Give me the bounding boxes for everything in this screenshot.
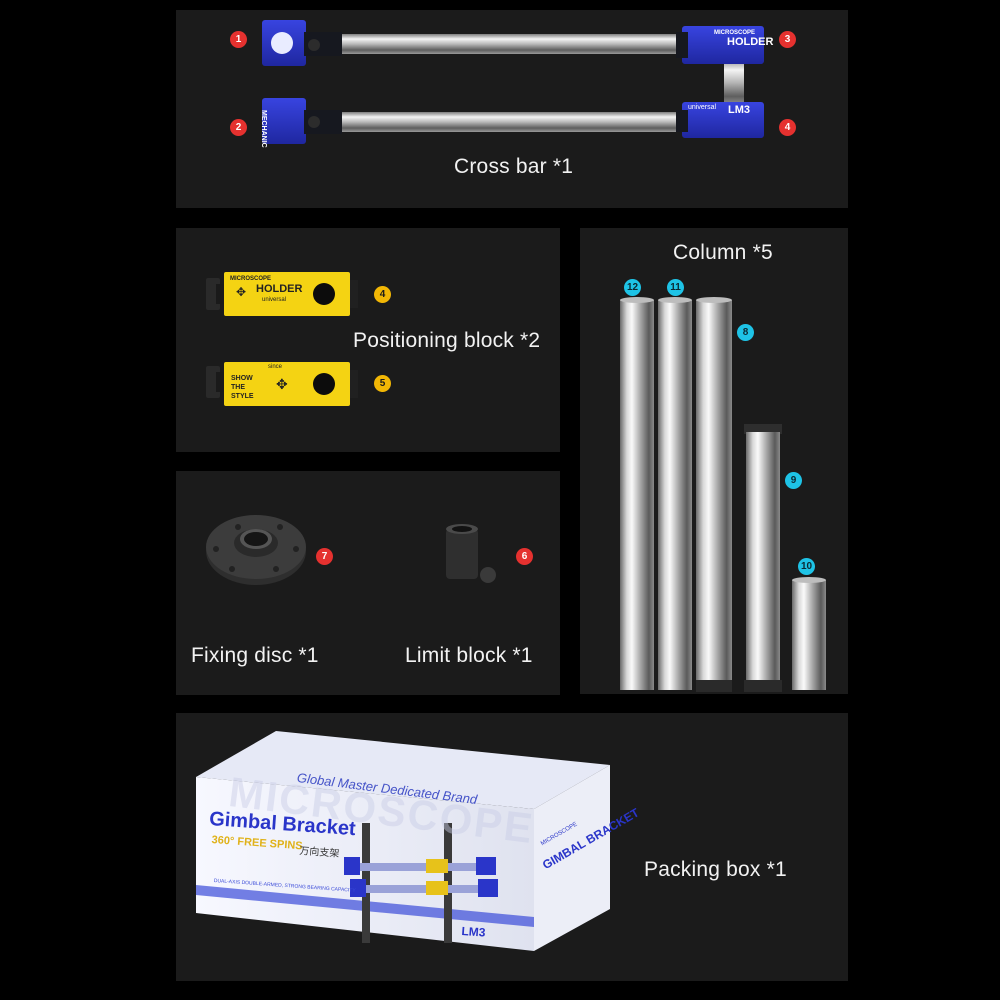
column-badge-9: 9 xyxy=(785,472,802,489)
box-chinese: 万向支架 xyxy=(298,845,340,860)
block-b-line2: THE xyxy=(231,384,245,391)
positioning-block-illustration xyxy=(206,272,358,406)
cross-bar-badge-4: 4 xyxy=(779,119,796,136)
rotate-arrows-icon: ✥ xyxy=(276,376,288,392)
cross-bar-badge-2: 2 xyxy=(230,119,247,136)
cross-bar-end-text-b: HOLDER xyxy=(727,36,774,48)
fixing-disc-label: Fixing disc *1 xyxy=(191,644,319,667)
column-illustration xyxy=(620,297,826,692)
packing-box-illustration xyxy=(196,731,610,951)
positioning-badge-4: 4 xyxy=(374,286,391,303)
limit-block-badge-6: 6 xyxy=(516,548,533,565)
positioning-block-label: Positioning block *2 xyxy=(353,329,541,352)
fixing-disc-illustration xyxy=(206,515,496,585)
cross-bar-end-text-e: MECHANIC xyxy=(260,110,267,148)
limit-block-label: Limit block *1 xyxy=(405,644,533,667)
cross-bar-badge-1: 1 xyxy=(230,31,247,48)
positioning-badge-5: 5 xyxy=(374,375,391,392)
block-b-line1: SHOW xyxy=(231,375,253,382)
column-badge-10: 10 xyxy=(798,558,815,575)
positioning-block-panel xyxy=(176,228,560,452)
block-a-line3: universal xyxy=(262,297,287,303)
cross-bar-end-text-d: LM3 xyxy=(728,104,750,116)
cross-bar-end-text-c: universal xyxy=(688,104,717,111)
cross-bar-illustration xyxy=(262,20,764,144)
rotate-arrows-icon-a: ✥ xyxy=(236,285,247,299)
cross-bar-end-text-a: MICROSCOPE xyxy=(714,30,756,36)
block-a-line2: HOLDER xyxy=(256,283,303,295)
column-badge-8: 8 xyxy=(737,324,754,341)
packing-box-label: Packing box *1 xyxy=(644,858,787,881)
cross-bar-label: Cross bar *1 xyxy=(454,155,574,178)
column-label: Column *5 xyxy=(673,241,773,264)
box-model: LM3 xyxy=(461,924,486,940)
column-badge-11: 11 xyxy=(667,279,684,296)
block-b-tag: since xyxy=(268,364,283,370)
cross-bar-badge-3: 3 xyxy=(779,31,796,48)
column-badge-12: 12 xyxy=(624,279,641,296)
fixing-disc-badge-7: 7 xyxy=(316,548,333,565)
block-a-line1: MICROSCOPE xyxy=(230,276,272,282)
block-b-line3: STYLE xyxy=(231,393,254,400)
